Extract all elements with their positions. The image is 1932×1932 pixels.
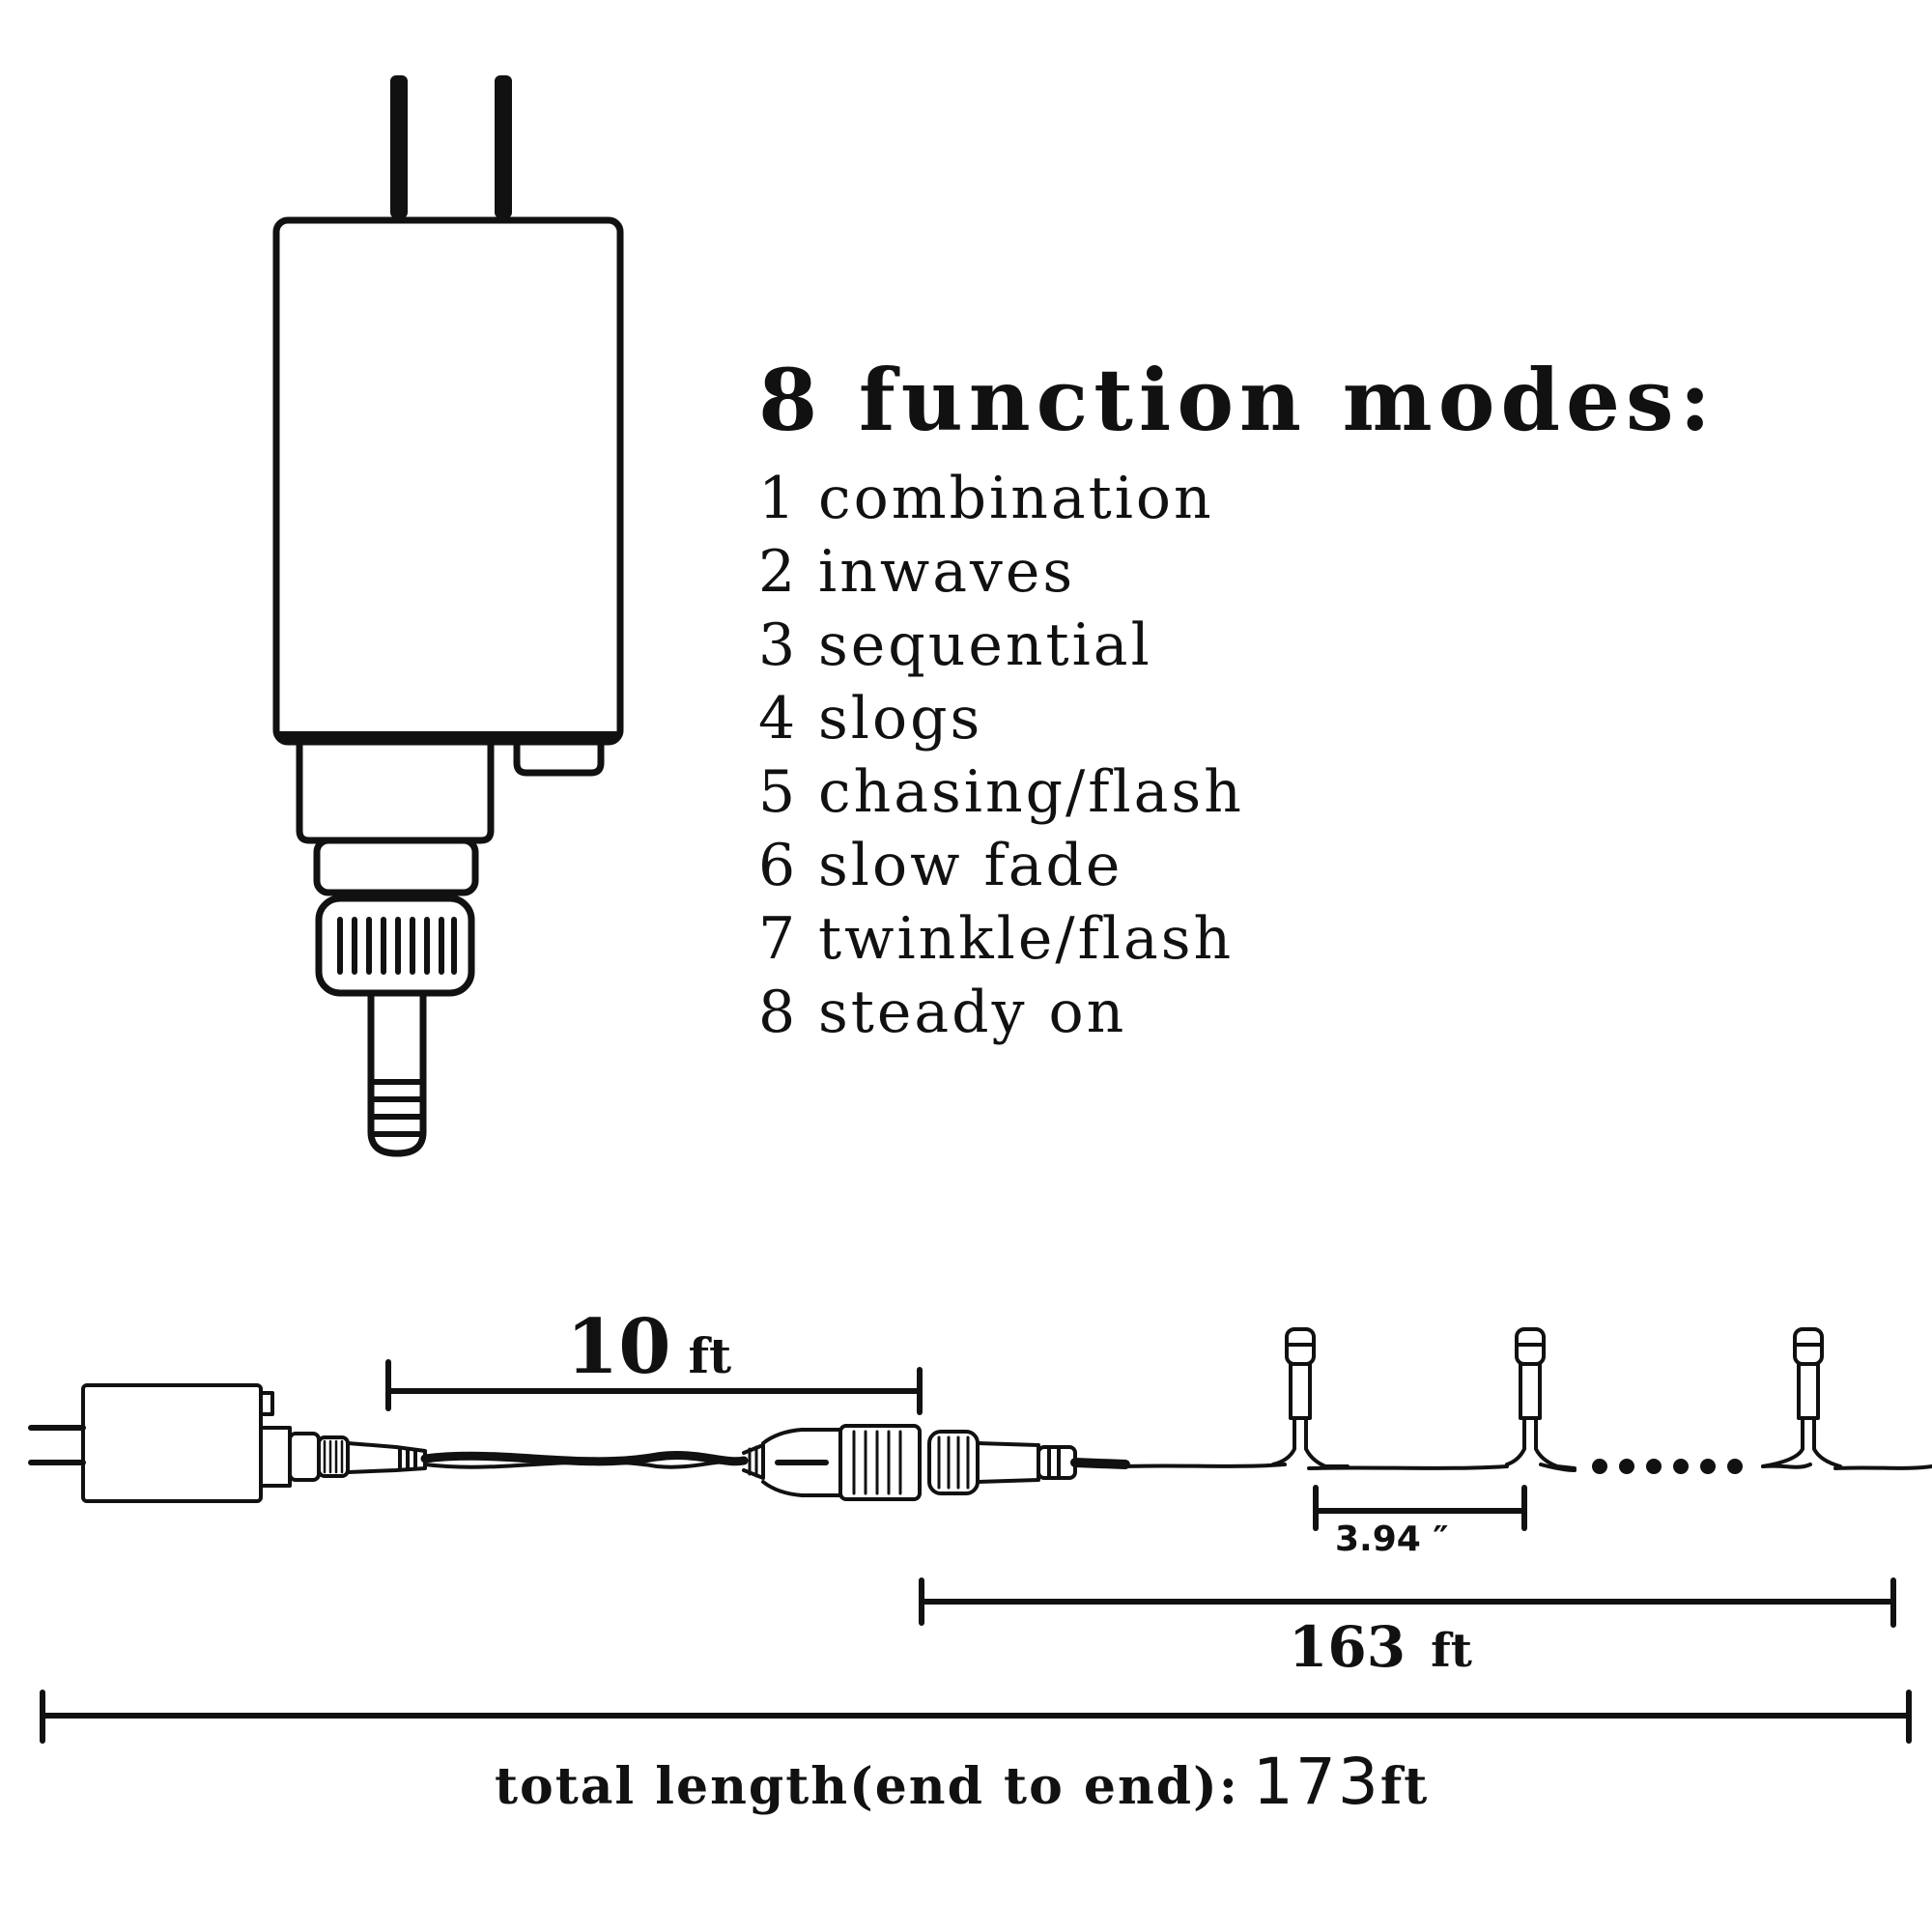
mode-number: 6 [758, 832, 799, 899]
modes-title: 8 function modes: [758, 350, 1718, 450]
dimension-total [40, 1690, 1912, 1744]
prong-icon [495, 75, 512, 218]
mode-label: sequential [818, 611, 1152, 679]
mode-item: 5 chasing/flash [758, 755, 1244, 829]
led-bulb-icon [1761, 1327, 1842, 1468]
led-bulb-icon [1505, 1327, 1577, 1470]
light-string-wire [1070, 1458, 1932, 1472]
mode-item: 2 inwaves [758, 535, 1244, 609]
total-length-unit: ft [1379, 1757, 1430, 1816]
mode-number: 4 [758, 685, 799, 753]
prong-icon [390, 75, 408, 218]
dimension-spacing [1313, 1485, 1527, 1531]
led-bulb-icon [1271, 1327, 1350, 1468]
mode-list: 1 combination 2 inwaves 3 sequential 4 slogs… [758, 462, 1244, 1049]
mode-label: slow fade [818, 832, 1123, 899]
string-length-unit: ft [1431, 1624, 1472, 1678]
mode-item: 3 sequential [758, 609, 1244, 682]
total-length-text: total length(end to end): [495, 1757, 1239, 1816]
lead-length-value: 10 [566, 1303, 671, 1391]
extension-connector-icon [742, 1424, 1077, 1501]
mode-label: twinkle/flash [818, 905, 1235, 973]
mode-item: 1 combination [758, 462, 1244, 535]
mode-label: steady on [818, 979, 1127, 1046]
mode-number: 3 [758, 611, 799, 679]
power-adapter-icon [272, 75, 624, 1157]
dimension-string [919, 1577, 1896, 1628]
lead-cable [420, 1450, 749, 1469]
mode-number: 2 [758, 538, 799, 606]
total-length-label: total length(end to end):173ft [495, 1750, 1429, 1814]
total-length-value: 173 [1252, 1745, 1380, 1819]
mode-item: 6 slow fade [758, 829, 1244, 902]
small-adapter-icon [28, 1383, 427, 1503]
mode-number: 1 [758, 465, 799, 532]
bulb-spacing-label: 3.94 ″ [1335, 1520, 1449, 1559]
ellipsis-dots [1592, 1459, 1743, 1474]
string-length-value: 163 [1289, 1614, 1406, 1680]
lead-length-unit: ft [688, 1327, 732, 1384]
mode-item: 4 slogs [758, 682, 1244, 755]
mode-number: 5 [758, 758, 799, 826]
mode-label: inwaves [818, 538, 1076, 606]
mode-label: chasing/flash [818, 758, 1244, 826]
dimension-lead [385, 1359, 923, 1415]
mode-item: 8 steady on [758, 976, 1244, 1049]
mode-label: slogs [818, 685, 983, 753]
mode-item: 7 twinkle/flash [758, 902, 1244, 976]
mode-label: combination [818, 465, 1214, 532]
mode-number: 7 [758, 905, 799, 973]
mode-number: 8 [758, 979, 799, 1046]
